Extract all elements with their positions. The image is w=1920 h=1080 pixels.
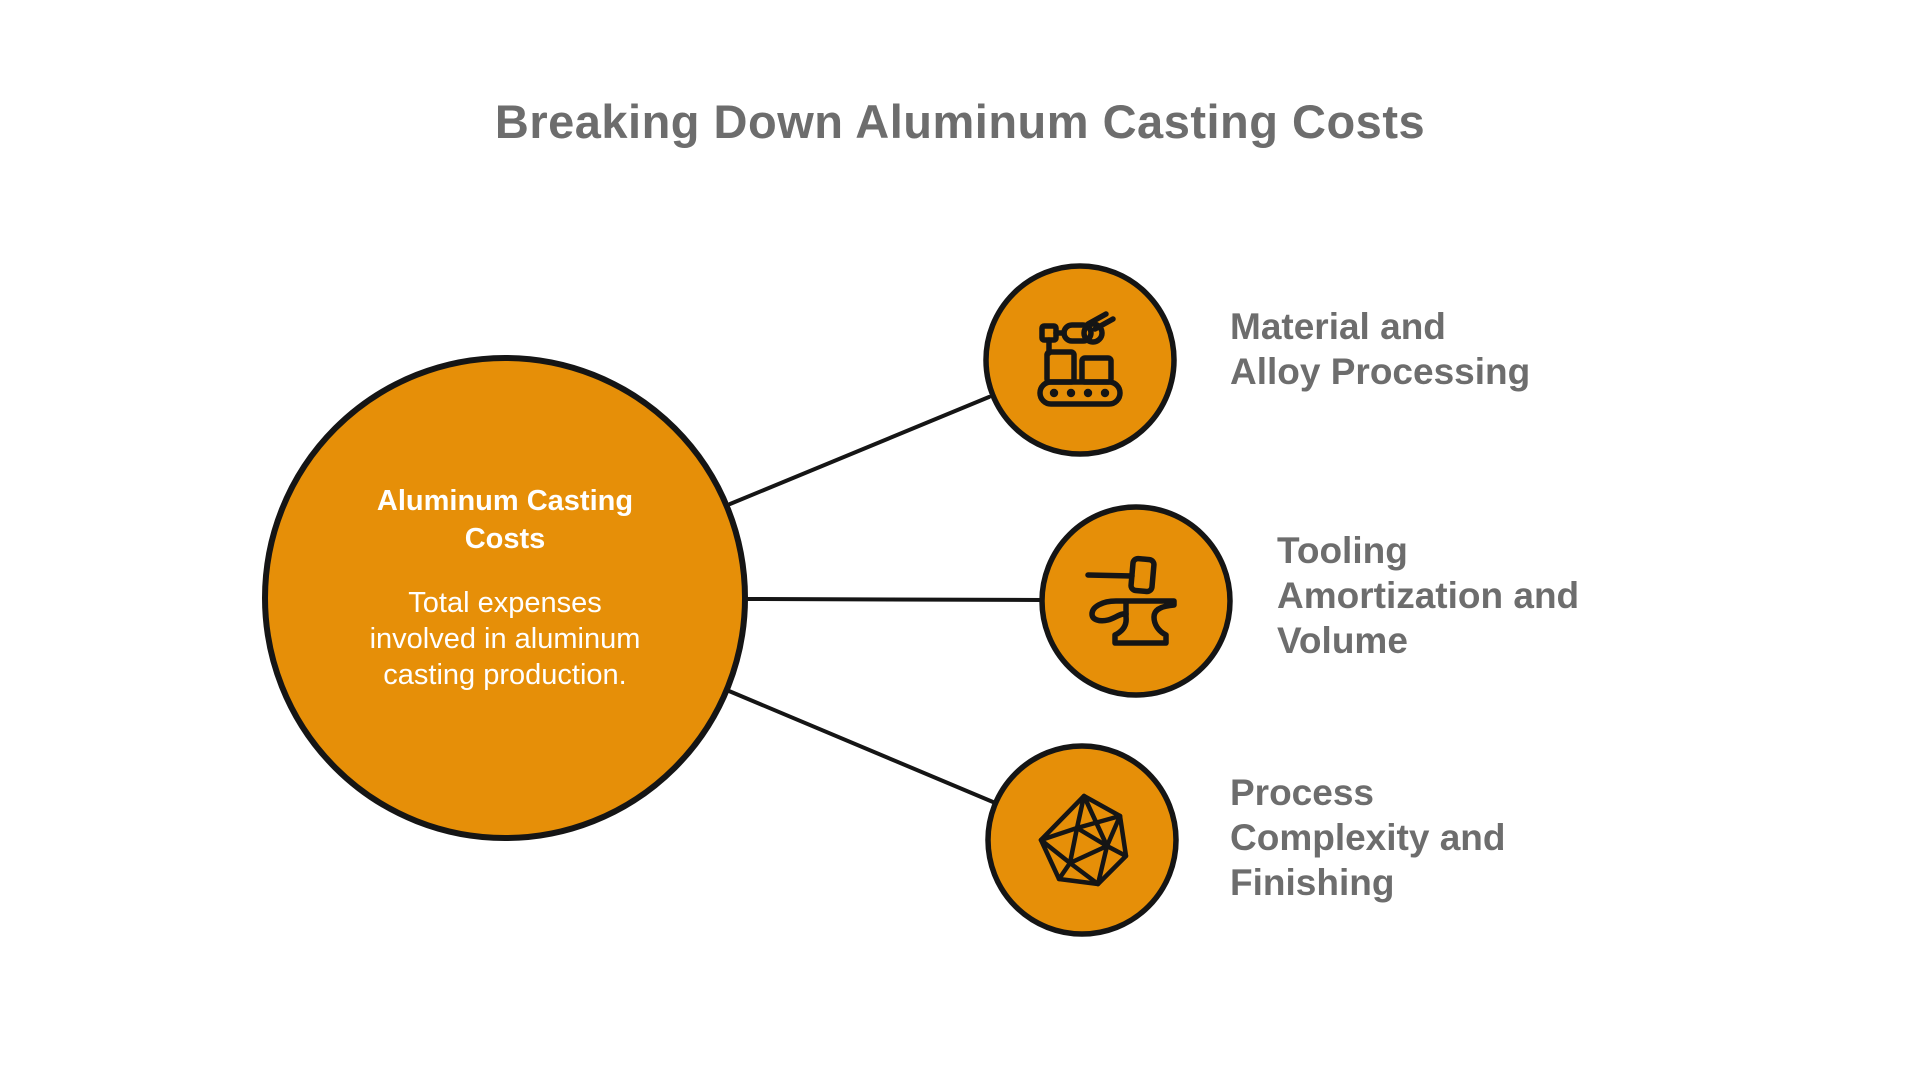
icosahedron-icon [1038, 793, 1129, 887]
branch-label-process: Process Complexity and Finishing [1230, 772, 1506, 903]
branch-circle-process [985, 743, 1179, 937]
connector-line-tooling [746, 597, 1044, 602]
center-node-heading: Aluminum Casting Costs [376, 485, 634, 555]
anvil-hammer-icon [1085, 555, 1177, 646]
branch-label-material: Material and Alloy Processing [1230, 306, 1531, 392]
connector-line-material [728, 395, 991, 506]
center-node-description: Total expenses involved in aluminum cast… [369, 587, 641, 691]
page-title: Breaking Down Aluminum Casting Costs [494, 95, 1426, 148]
branch-label-tooling: Tooling Amortization and Volume [1277, 530, 1580, 661]
center-node-circle [262, 355, 748, 841]
connector-line-process [727, 689, 995, 804]
conveyor-robot-icon [1037, 311, 1123, 407]
